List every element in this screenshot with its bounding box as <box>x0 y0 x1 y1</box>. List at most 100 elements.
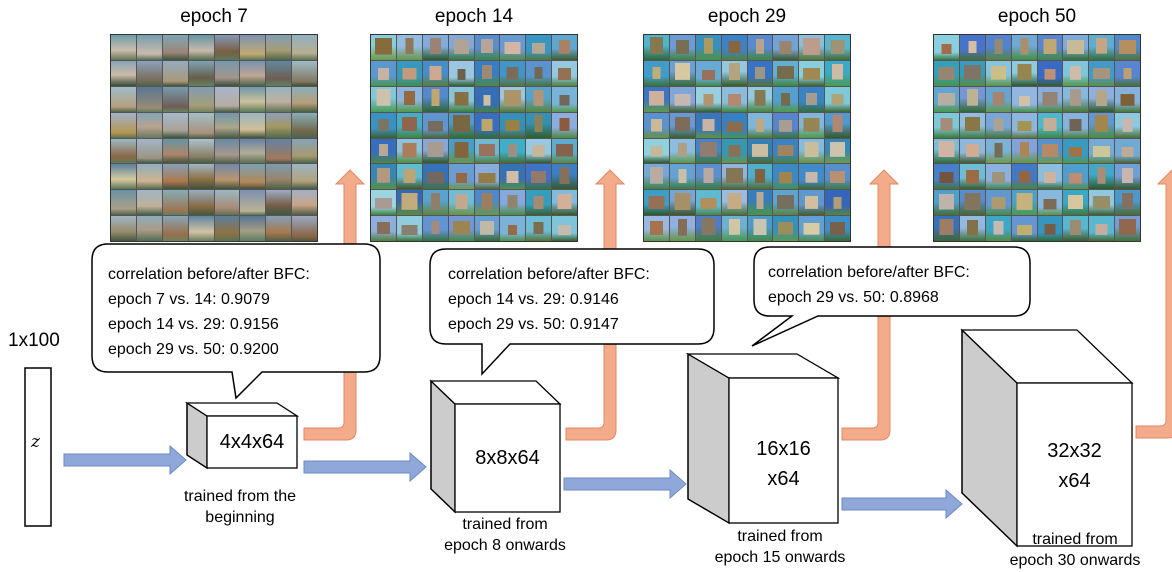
sample-image <box>474 216 500 241</box>
sample-image <box>422 164 448 190</box>
sample-image <box>371 164 396 190</box>
sample-image <box>695 138 721 164</box>
sample-image <box>934 60 959 86</box>
callout-3-text: correlation before/after BFC: epoch 29 v… <box>768 260 970 310</box>
sample-image <box>985 190 1011 216</box>
sample-image <box>1115 35 1140 60</box>
sample-image <box>799 164 825 190</box>
sample-image <box>526 190 552 216</box>
sample-image <box>1037 190 1063 216</box>
epoch-50-title: epoch 50 <box>997 6 1077 27</box>
sample-image <box>721 86 747 112</box>
sample-image <box>644 35 669 60</box>
callout-2-line: epoch 29 vs. 50: 0.9147 <box>448 316 619 333</box>
sample-image <box>985 60 1011 86</box>
callout-1-line: epoch 14 vs. 29: 0.9156 <box>108 316 279 333</box>
sample-image <box>695 112 721 138</box>
sample-image <box>371 86 396 112</box>
sample-image <box>136 216 162 241</box>
sample-image <box>111 60 136 86</box>
sample-image <box>422 86 448 112</box>
block-1-caption: trained from the beginning <box>140 486 340 528</box>
sample-image <box>526 138 552 164</box>
sample-image <box>825 190 850 216</box>
sample-image <box>214 35 240 60</box>
sample-image <box>1115 112 1140 138</box>
sample-image <box>526 86 552 112</box>
block-2-caption-line2: epoch 8 onwards <box>444 537 566 554</box>
sample-image <box>1037 112 1063 138</box>
sample-image <box>1063 138 1089 164</box>
cube-4x4x64 <box>184 401 300 470</box>
sample-image <box>695 35 721 60</box>
sample-image <box>747 190 773 216</box>
sample-image <box>773 35 799 60</box>
sample-image <box>934 164 959 190</box>
sample-image <box>1063 60 1089 86</box>
sample-image <box>669 60 695 86</box>
sample-image <box>934 138 959 164</box>
sample-image <box>162 86 188 112</box>
block-3-caption-line2: epoch 15 onwards <box>714 549 846 566</box>
sample-image <box>695 216 721 241</box>
sample-image <box>747 60 773 86</box>
sample-image <box>695 190 721 216</box>
sample-image <box>240 112 266 138</box>
sample-image <box>1037 138 1063 164</box>
block-2-caption: trained from epoch 8 onwards <box>415 514 595 556</box>
sample-image <box>747 164 773 190</box>
block-4-label: 32x32 x64 <box>1017 436 1132 496</box>
sample-image <box>500 112 526 138</box>
sample-image <box>136 190 162 216</box>
sample-image <box>721 112 747 138</box>
sample-image <box>934 35 959 60</box>
sample-image <box>500 35 526 60</box>
callout-bubble-3 <box>751 246 1031 347</box>
sample-image <box>721 60 747 86</box>
epoch-7-sample-grid <box>110 34 318 242</box>
sample-image <box>448 138 474 164</box>
sample-image <box>799 112 825 138</box>
sample-image <box>1089 164 1115 190</box>
sample-image <box>1115 86 1140 112</box>
sample-image <box>959 138 985 164</box>
sample-image <box>1089 190 1115 216</box>
sample-image <box>292 190 317 216</box>
block-3-label: 16x16 x64 <box>729 434 838 494</box>
sample-image <box>552 216 577 241</box>
sample-image <box>188 60 214 86</box>
sample-image <box>985 86 1011 112</box>
sample-image <box>747 216 773 241</box>
sample-image <box>136 164 162 190</box>
block-1-label: 4x4x64 <box>207 427 297 457</box>
sample-image <box>747 35 773 60</box>
sample-image <box>111 216 136 241</box>
block-3-label-line2: x64 <box>767 468 800 490</box>
sample-image <box>644 86 669 112</box>
sample-image <box>825 138 850 164</box>
sample-image <box>526 60 552 86</box>
sample-image <box>162 112 188 138</box>
sample-image <box>773 164 799 190</box>
callout-2-text: correlation before/after BFC: epoch 14 v… <box>448 262 650 337</box>
sample-image <box>959 216 985 241</box>
sample-image <box>292 164 317 190</box>
block-4-label-line2: x64 <box>1058 470 1091 492</box>
sample-image <box>773 60 799 86</box>
sample-image <box>266 164 292 190</box>
sample-image <box>396 60 422 86</box>
flow-arrows <box>63 444 963 520</box>
sample-image <box>292 35 317 60</box>
sample-image <box>292 86 317 112</box>
sample-image <box>266 216 292 241</box>
sample-image <box>644 138 669 164</box>
callout-bubble-2 <box>429 248 715 376</box>
sample-image <box>136 112 162 138</box>
sample-image <box>552 164 577 190</box>
sample-image <box>162 35 188 60</box>
flow-arrow-1 <box>63 444 187 476</box>
sample-image <box>1037 216 1063 241</box>
sample-image <box>240 86 266 112</box>
callout-2-line: correlation before/after BFC: <box>448 266 650 283</box>
